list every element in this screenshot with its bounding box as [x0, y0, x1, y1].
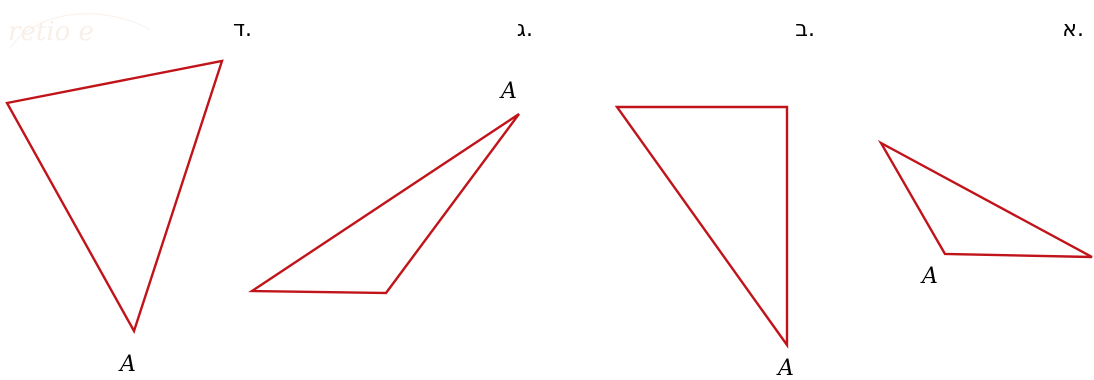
vertex-label-c: A	[499, 79, 517, 104]
triangle-b	[614, 105, 789, 349]
triangle-a	[877, 139, 1093, 259]
svg-text:retio e: retio e	[8, 17, 94, 47]
option-label-a: א.	[1062, 17, 1084, 42]
option-label-d: ד.	[233, 17, 252, 42]
vertex-label-b: A	[776, 356, 794, 380]
vertex-label-a: A	[920, 264, 938, 289]
option-label-b: ב.	[795, 17, 815, 42]
triangle-c	[248, 112, 520, 295]
option-label-c: ג.	[517, 17, 533, 42]
triangle-d	[5, 59, 224, 334]
watermark-logo: retio e	[8, 13, 151, 49]
vertex-label-d: A	[118, 352, 136, 377]
